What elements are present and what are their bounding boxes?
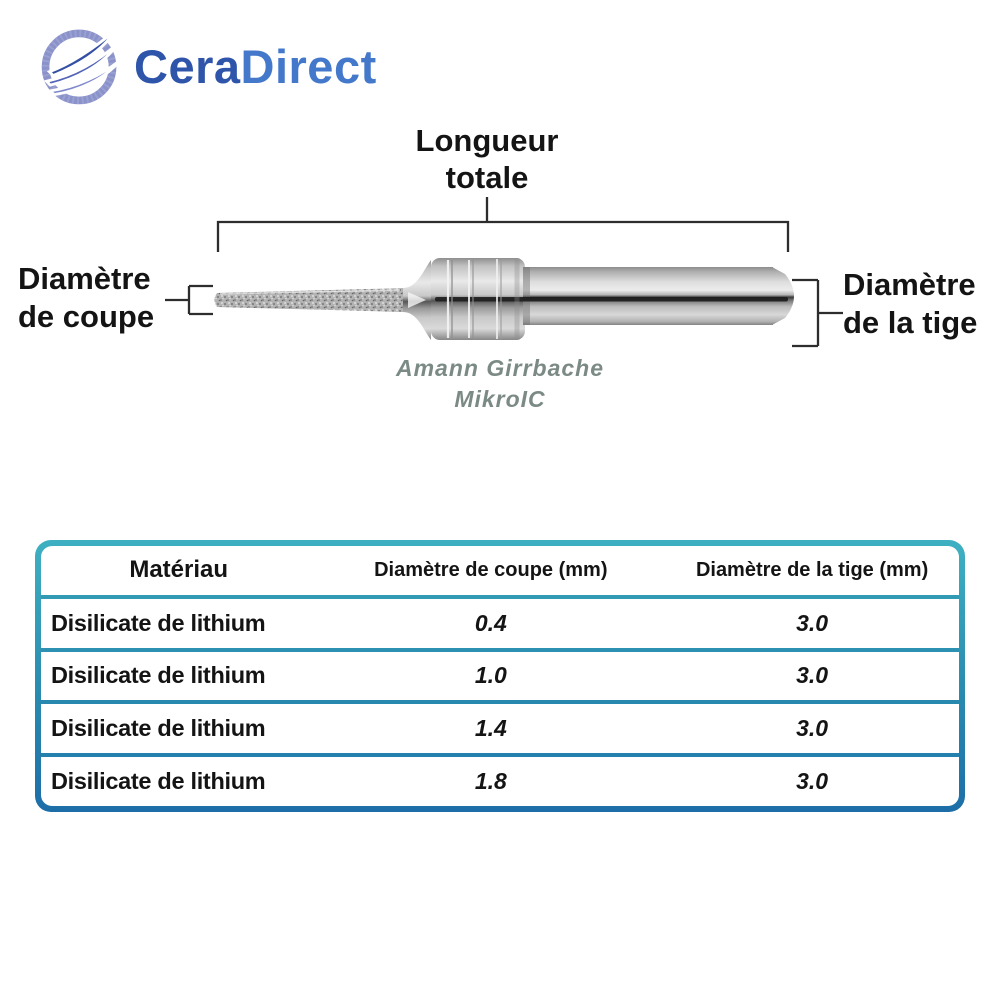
table-row: Disilicate de lithium 1.0 3.0 bbox=[41, 651, 959, 701]
table-row: Disilicate de lithium 1.4 3.0 bbox=[41, 704, 959, 754]
product-name-line1: Amann Girrbache bbox=[396, 355, 604, 381]
spec-table-body: Matériau Diamètre de coupe (mm) Diamètre… bbox=[41, 546, 959, 806]
total-length-line2: totale bbox=[445, 160, 529, 195]
diamond-coated-tip bbox=[214, 288, 404, 312]
chamfered-end bbox=[772, 267, 794, 325]
total-length-line1: Longueur bbox=[415, 123, 559, 158]
cell-material: Disilicate de lithium bbox=[51, 609, 266, 636]
header-material: Matériau bbox=[129, 556, 229, 584]
shank-diameter-line1: Diamètre bbox=[843, 267, 976, 302]
cell-shank-diameter: 3.0 bbox=[796, 609, 829, 636]
cell-shank-diameter: 3.0 bbox=[796, 768, 829, 795]
cell-material: Disilicate de lithium bbox=[51, 715, 266, 742]
product-name-line2: MikroIC bbox=[454, 386, 546, 412]
shank-shadow bbox=[523, 267, 530, 325]
shank-diameter-label: Diamètre de la tige bbox=[843, 266, 977, 342]
tip-highlight bbox=[219, 289, 401, 295]
cutting-diameter-line1: Diamètre bbox=[18, 261, 151, 296]
cell-cutting-diameter: 1.8 bbox=[474, 768, 507, 795]
cutting-diameter-line2: de coupe bbox=[18, 299, 155, 334]
table-row: Disilicate de lithium 0.4 3.0 bbox=[41, 598, 959, 648]
cutting-diameter-bracket bbox=[165, 284, 213, 316]
milling-bur bbox=[214, 258, 794, 340]
header-cutting-diameter: Diamètre de coupe (mm) bbox=[374, 558, 608, 581]
flare-highlight bbox=[408, 292, 426, 308]
cell-shank-diameter: 3.0 bbox=[796, 662, 829, 689]
cell-cutting-diameter: 1.0 bbox=[474, 662, 507, 689]
cell-material: Disilicate de lithium bbox=[51, 662, 266, 689]
cell-cutting-diameter: 0.4 bbox=[474, 609, 507, 636]
dimension-brackets bbox=[165, 197, 843, 348]
brand-name: CeraDirect bbox=[134, 39, 377, 94]
spec-table: Matériau Diamètre de coupe (mm) Diamètre… bbox=[35, 540, 965, 812]
bur-tool-illustration bbox=[165, 197, 843, 348]
brand-name-secondary: Direct bbox=[240, 39, 377, 93]
total-length-label: Longueur totale bbox=[337, 122, 637, 196]
header-shank-diameter: Diamètre de la tige (mm) bbox=[695, 558, 929, 581]
table-header-row: Matériau Diamètre de coupe (mm) Diamètre… bbox=[41, 546, 959, 595]
cell-material: Disilicate de lithium bbox=[51, 768, 266, 795]
collar-grooves bbox=[446, 258, 520, 340]
product-name: Amann Girrbache MikroIC bbox=[250, 353, 750, 415]
brand-logo: CeraDirect bbox=[36, 22, 377, 110]
cutting-diameter-label: Diamètre de coupe bbox=[18, 260, 154, 336]
shank-diameter-line2: de la tige bbox=[843, 305, 978, 340]
brand-name-primary: Cera bbox=[134, 39, 241, 93]
total-length-bracket bbox=[216, 220, 790, 252]
center-seam-line bbox=[435, 297, 788, 302]
table-row: Disilicate de lithium 1.8 3.0 bbox=[41, 757, 959, 806]
ceradirect-swirl-logo-icon bbox=[36, 22, 124, 110]
shank-diameter-bracket bbox=[792, 278, 843, 348]
shank bbox=[523, 267, 773, 325]
cell-cutting-diameter: 1.4 bbox=[474, 715, 507, 742]
cell-shank-diameter: 3.0 bbox=[796, 715, 829, 742]
